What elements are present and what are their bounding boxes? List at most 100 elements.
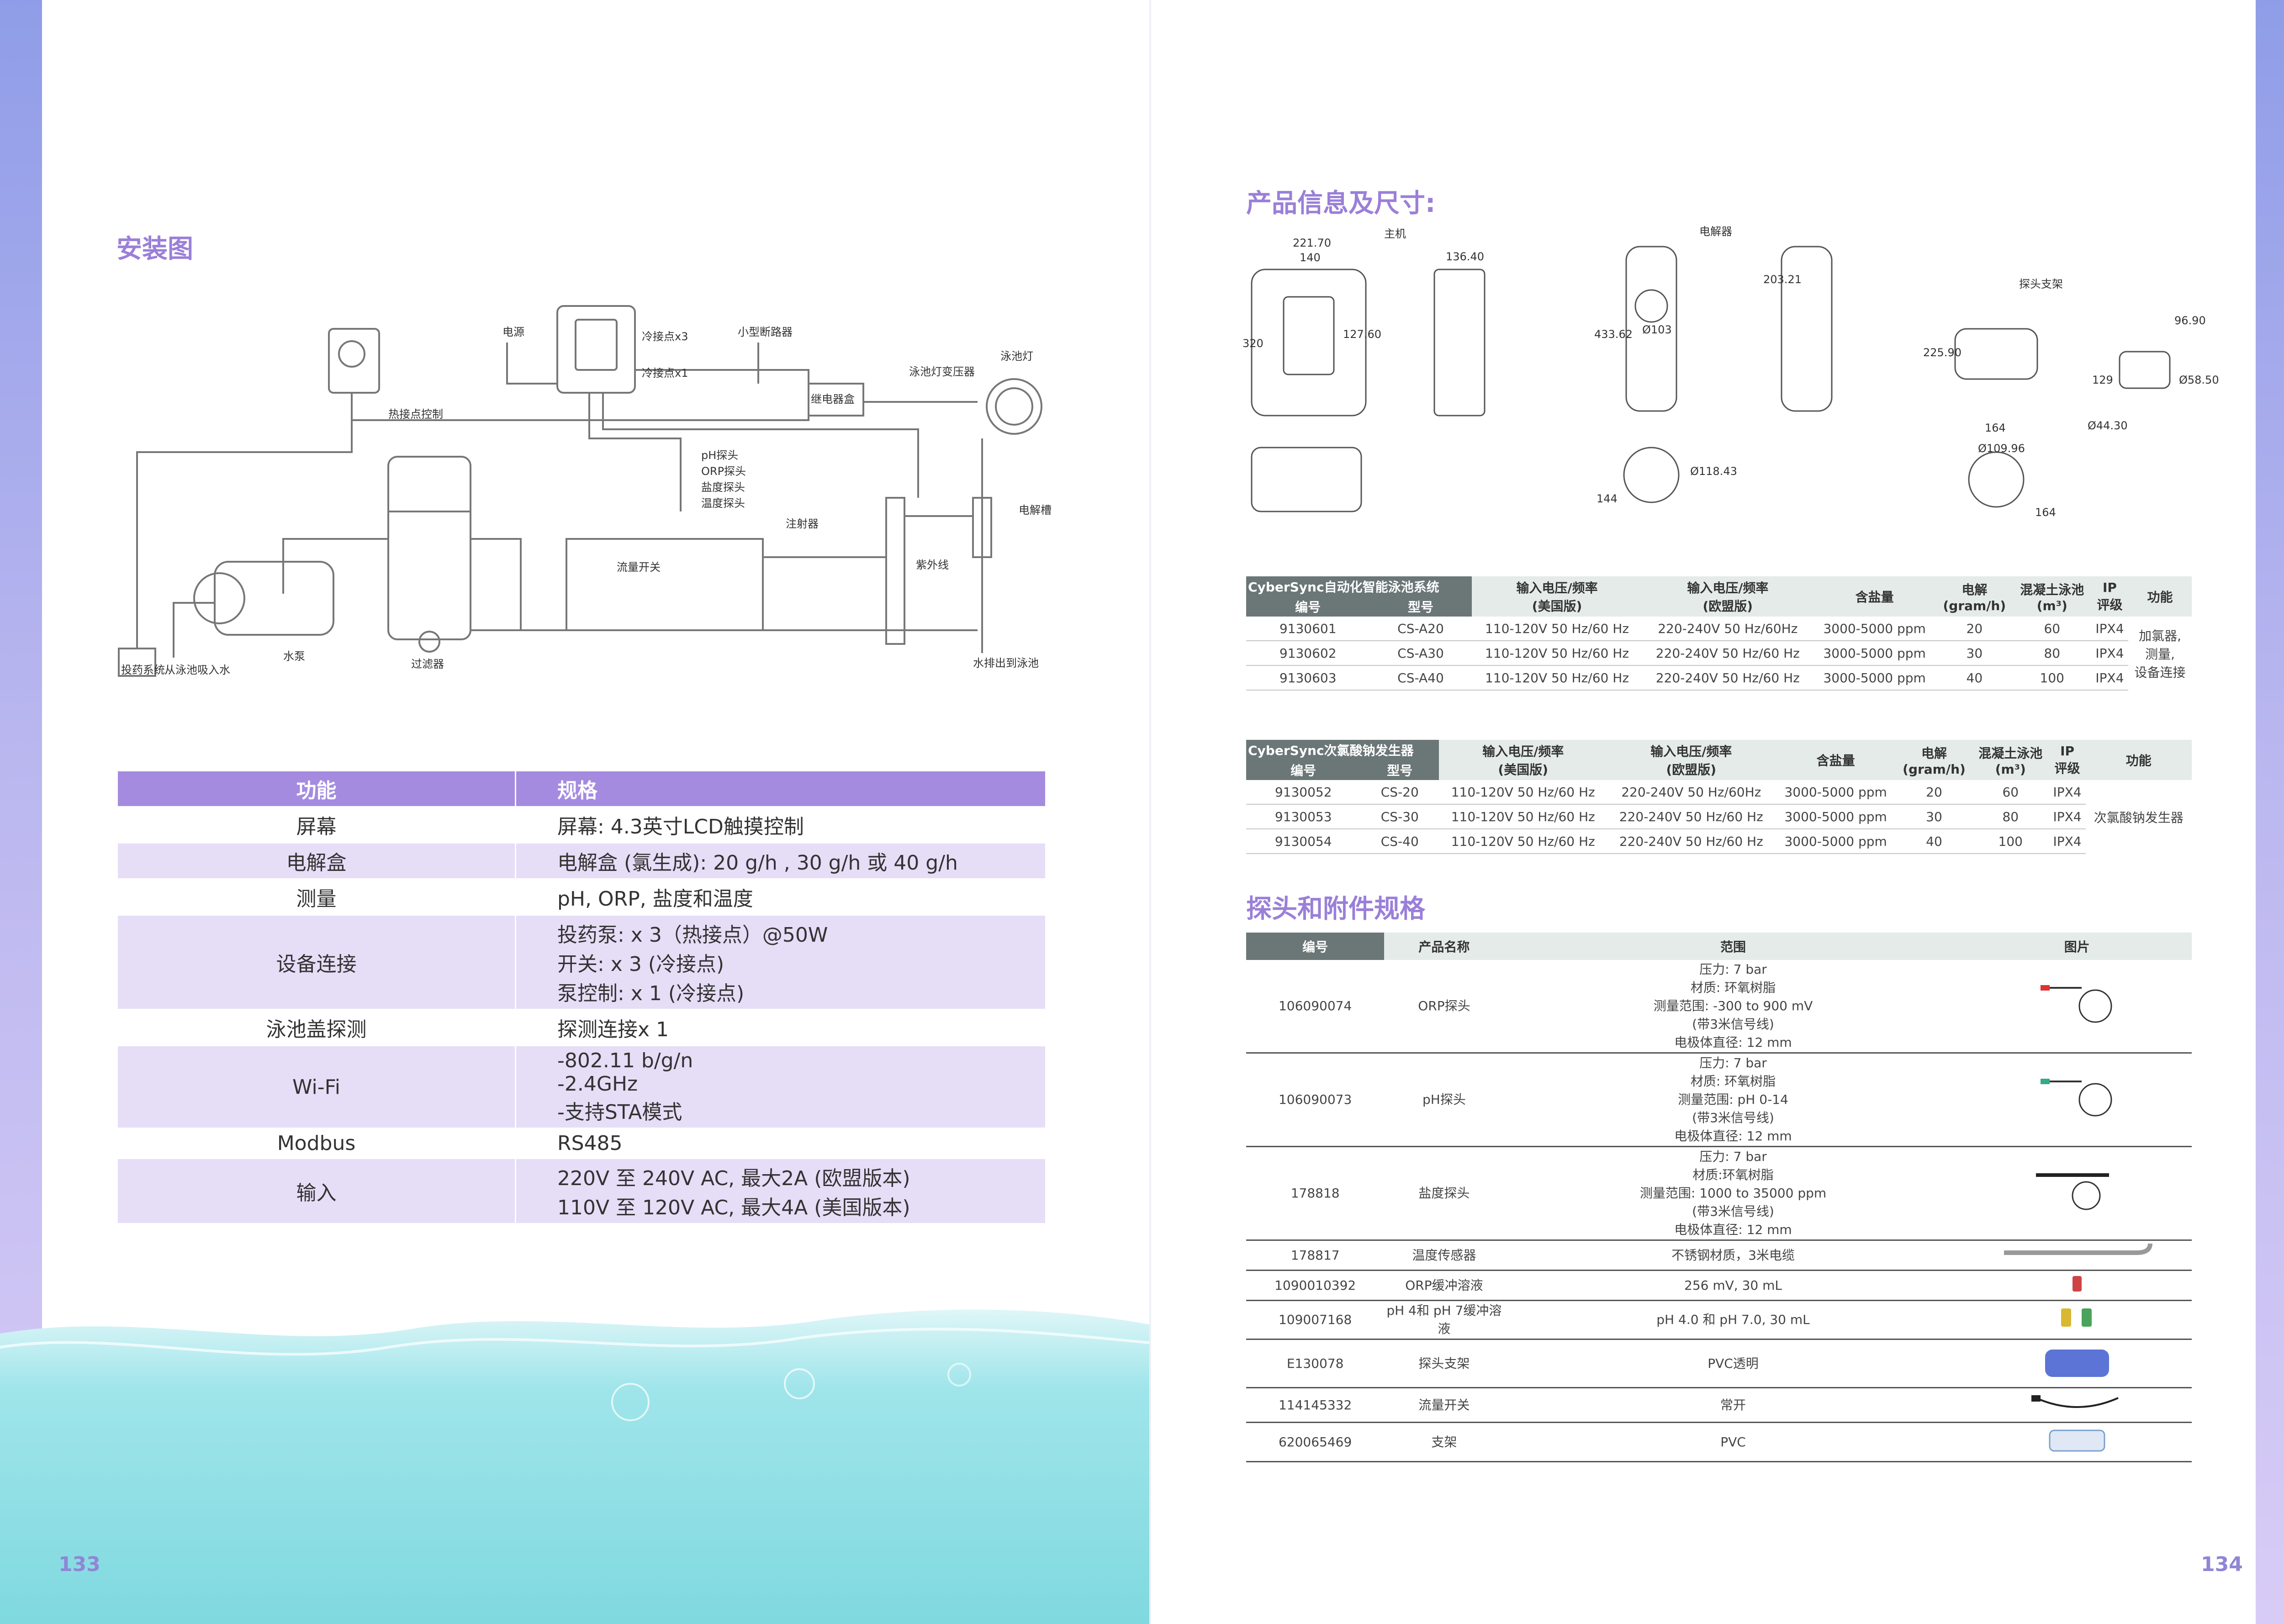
label-electrolytic: 电解槽 <box>1019 504 1052 517</box>
acc-range-line: pH 4.0 和 pH 7.0, 30 mL <box>1656 1312 1810 1327</box>
label-ph-probe: pH探头 <box>701 449 738 462</box>
acc-range-line: (带3米信号线) <box>1692 1204 1774 1219</box>
spec-feature: 电解盒 <box>116 842 516 880</box>
prod-header: 输入电压/频率 (欧盟版) <box>1642 576 1813 617</box>
prod-subheader: 编号 <box>1246 760 1361 780</box>
prod-cell: 60 <box>1972 780 2049 805</box>
label-uv: 紫外线 <box>916 559 949 571</box>
label-to-pool: 水排出到泳池 <box>973 657 1039 670</box>
label-flow-switch: 流量开关 <box>617 561 661 574</box>
spec-value: 屏幕: 4.3英寸LCD触摸控制 <box>515 806 1047 844</box>
ph-probe-image <box>1962 1053 2192 1147</box>
prod-cell: 220-240V 50 Hz/60 Hz <box>1642 641 1813 666</box>
label-transformer: 泳池灯变压器 <box>909 365 975 378</box>
acc-range: 常开 <box>1504 1387 1962 1423</box>
prod-subheader-row: 编号型号 <box>1246 760 2192 780</box>
acc-header: 产品名称 <box>1384 933 1504 960</box>
prod-header: 含盐量 <box>1813 576 1936 617</box>
spec-header-spec: 规格 <box>515 770 1047 807</box>
spec-line: -802.11 b/g/n <box>557 1049 693 1072</box>
acc-code: 620065469 <box>1246 1422 1385 1462</box>
bracket-image <box>1962 1422 2192 1462</box>
spec-row: 屏幕屏幕: 4.3英寸LCD触摸控制 <box>116 806 1047 844</box>
acc-name: ORP探头 <box>1384 960 1504 1054</box>
prod-subheader: 型号 <box>1360 760 1439 780</box>
acc-name: 流量开关 <box>1384 1387 1504 1423</box>
prod-cell: 220-240V 50 Hz/60 Hz <box>1607 829 1776 854</box>
prod-header: 电解 (gram/h) <box>1896 740 1972 780</box>
label-power: 电源 <box>502 326 524 338</box>
prod-header: IP 评级 <box>2049 740 2086 780</box>
prod-cell: 220-240V 50 Hz/60Hz <box>1642 617 1813 641</box>
spec-line: 电解盒 (氯生成): 20 g/h , 30 g/h 或 40 g/h <box>557 851 958 875</box>
prod-header: 电解 (gram/h) <box>1936 576 2013 617</box>
prod-cell: 9130053 <box>1246 804 1361 829</box>
prod-header: 输入电压/频率 (美国版) <box>1471 576 1643 617</box>
acc-range-line: (带3米信号线) <box>1692 1110 1774 1125</box>
prod-cell: 110-120V 50 Hz/60 Hz <box>1439 829 1607 854</box>
spec-line: RS485 <box>557 1132 623 1155</box>
spec-line: pH, ORP, 盐度和温度 <box>557 887 753 911</box>
prod-cell: 110-120V 50 Hz/60 Hz <box>1439 804 1607 829</box>
acc-header: 范围 <box>1504 933 1962 960</box>
water-wave-background <box>0 1292 1149 1624</box>
acc-name: 支架 <box>1384 1422 1504 1462</box>
orp-buffer-image <box>1962 1270 2192 1301</box>
acc-range-line: 不锈钢材质，3米电缆 <box>1671 1247 1795 1263</box>
acc-name: 盐度探头 <box>1384 1146 1504 1241</box>
prod-cell: 3000-5000 ppm <box>1775 780 1896 805</box>
label-cold-x1: 冷接点x1 <box>642 367 688 380</box>
prod-cell: IPX4 <box>2091 641 2129 666</box>
dim-host-w1: 221.70 <box>1293 237 1331 249</box>
acc-range-line: 电极体直径: 12 mm <box>1674 1222 1792 1237</box>
acc-range-line: (带3米信号线) <box>1692 1017 1774 1032</box>
acc-header-row: 编号产品名称范围图片 <box>1246 933 2192 960</box>
prod-cell: 3000-5000 ppm <box>1813 641 1936 666</box>
prod-cell: 3000-5000 ppm <box>1775 804 1896 829</box>
acc-code: 114145332 <box>1246 1387 1385 1423</box>
prod-cell: IPX4 <box>2049 804 2086 829</box>
prod-cell: 110-120V 50 Hz/60 Hz <box>1471 641 1643 666</box>
acc-range-line: 测量范围: 1000 to 35000 ppm <box>1639 1186 1827 1201</box>
dim-ph-side-d2: Ø44.30 <box>2088 419 2128 432</box>
spec-line: 泵控制: x 1 (冷接点) <box>557 982 745 1005</box>
prod-cell: 9130602 <box>1246 641 1370 666</box>
prod-cell: 20 <box>1936 617 2013 641</box>
acc-header: 图片 <box>1962 933 2192 960</box>
prod-cell: 9130052 <box>1246 780 1361 805</box>
spec-line: 开关: x 3 (冷接点) <box>557 953 724 976</box>
prod-header: 混凝土泳池 (m³) <box>1972 740 2049 780</box>
acc-range-line: 常开 <box>1720 1397 1746 1413</box>
label-cold-x3: 冷接点x3 <box>642 330 688 343</box>
prod-cell: 110-120V 50 Hz/60 Hz <box>1471 617 1643 641</box>
temp-sensor-image <box>1962 1240 2192 1271</box>
prod-group: CyberSync次氯酸钠发生器 <box>1246 740 1439 760</box>
acc-range-line: 256 mV, 30 mL <box>1684 1277 1782 1293</box>
acc-range-line: PVC <box>1720 1434 1746 1450</box>
prod-cell: 9130601 <box>1246 617 1370 641</box>
dim-cell-h: 433.62 <box>1594 328 1633 341</box>
dim-ph-side-h: 96.90 <box>2174 314 2206 327</box>
label-dosing: 投药系统 <box>121 664 165 676</box>
label-pump: 水泵 <box>283 650 305 663</box>
prod-header: 功能 <box>2128 576 2192 617</box>
prod-cell: 40 <box>1896 829 1972 854</box>
label-hot-control: 热接点控制 <box>388 408 443 421</box>
prod-cell: 100 <box>2013 665 2091 691</box>
prod-header: IP 评级 <box>2091 576 2129 617</box>
spec-feature: Modbus <box>116 1128 516 1159</box>
product-table-automation: CyberSync自动化智能泳池系统输入电压/频率 (美国版)输入电压/频率 (… <box>1246 576 2192 691</box>
acc-code: 106090073 <box>1246 1053 1385 1147</box>
spec-feature: 输入 <box>116 1158 516 1224</box>
spec-value: 220V 至 240V AC, 最大2A (欧盟版本)110V 至 120V A… <box>515 1158 1047 1224</box>
dim-cell-top-d: Ø118.43 <box>1690 465 1737 478</box>
